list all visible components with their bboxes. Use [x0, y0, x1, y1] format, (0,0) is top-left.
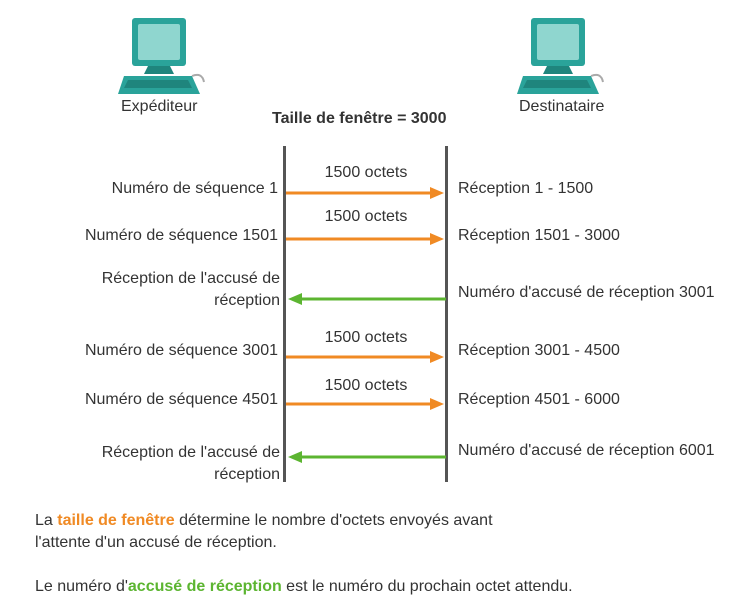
row4-left-label: Numéro de séquence 3001 — [84, 342, 278, 359]
row1-octets-label: 1500 octets — [324, 164, 408, 181]
row5-octets-label: 1500 octets — [324, 377, 408, 394]
row5-left-label: Numéro de séquence 4501 — [84, 391, 278, 408]
note2-pre: Le numéro d' — [35, 578, 128, 595]
row2-right-label: Réception 1501 - 3000 — [458, 227, 620, 244]
note1-highlight: taille de fenêtre — [57, 512, 175, 529]
row1-left-label: Numéro de séquence 1 — [111, 180, 278, 197]
row2-arrow — [286, 233, 444, 245]
row5-right-label: Réception 4501 - 6000 — [458, 391, 620, 408]
sender-computer-icon — [118, 18, 205, 94]
row3-right-label: Numéro d'accusé de réception 3001 — [458, 284, 715, 301]
row4-octets-label: 1500 octets — [324, 329, 408, 346]
note2-post: est le numéro du prochain octet attendu. — [281, 578, 573, 595]
receiver-label: Destinataire — [519, 98, 605, 115]
receiver-computer-icon — [517, 18, 604, 94]
row6-left-label: Réception de l'accusé de réception — [101, 444, 280, 483]
ack-number-note: Le numéro d'accusé de réception est le n… — [35, 576, 715, 598]
row5-arrow — [286, 398, 444, 410]
window-size-title: Taille de fenêtre = 3000 — [272, 110, 447, 127]
row6-right-label: Numéro d'accusé de réception 6001 — [458, 442, 715, 459]
row1-right-label: Réception 1 - 1500 — [458, 180, 594, 197]
row4-right-label: Réception 3001 - 4500 — [458, 342, 620, 359]
receiver-timeline — [445, 146, 448, 482]
window-size-note: La taille de fenêtre détermine le nombre… — [35, 510, 535, 554]
row1-arrow — [286, 187, 444, 199]
note1-post: détermine le nombre d'octets envoyés ava… — [35, 512, 493, 551]
note2-highlight: accusé de réception — [127, 578, 282, 595]
sender-label: Expéditeur — [121, 98, 198, 115]
row3-left-label: Réception de l'accusé de réception — [101, 270, 280, 309]
sender-timeline — [283, 146, 286, 482]
note1-pre: La — [35, 512, 58, 529]
row4-arrow — [286, 351, 444, 363]
row6-arrow — [288, 451, 446, 463]
row3-arrow — [288, 293, 446, 305]
row2-left-label: Numéro de séquence 1501 — [84, 227, 278, 244]
row2-octets-label: 1500 octets — [324, 208, 408, 225]
